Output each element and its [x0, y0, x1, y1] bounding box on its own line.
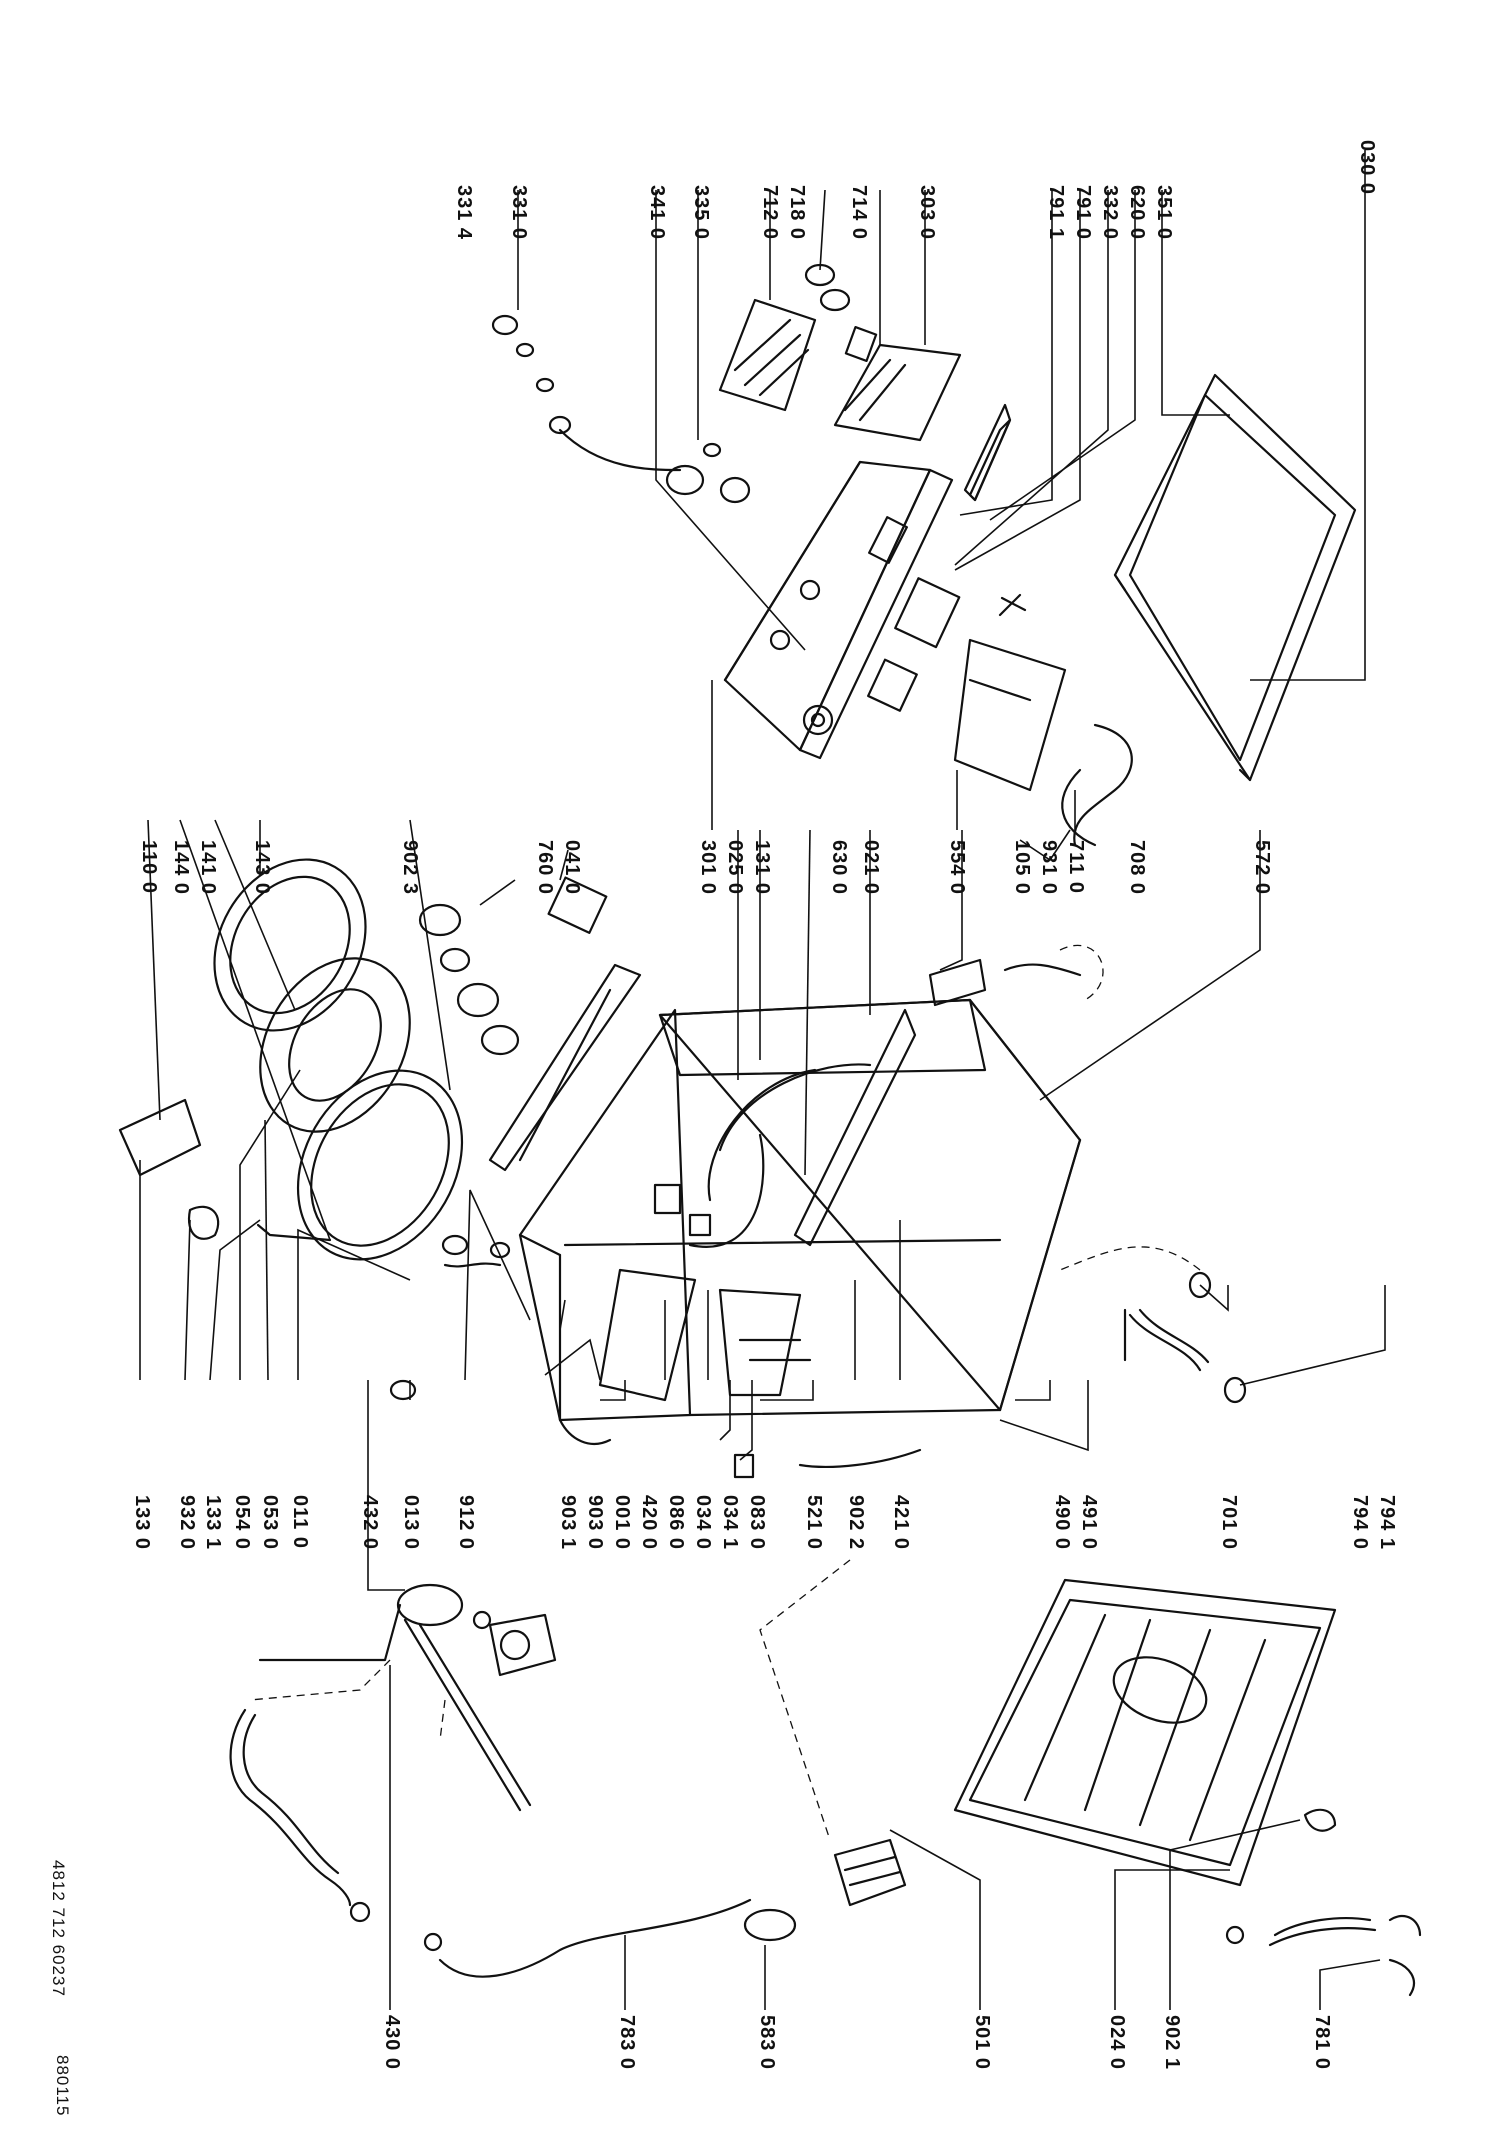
label-133-0: 133 0: [131, 1495, 153, 1551]
label-053-0: 053 0: [259, 1495, 281, 1551]
label-712-0: 712 0: [759, 185, 781, 241]
label-335-0: 335 0: [690, 185, 712, 241]
label-131-0: 131 0: [751, 840, 773, 896]
label-420-0: 420 0: [638, 1495, 660, 1551]
label-432-0: 432 0: [359, 1495, 381, 1551]
label-331-0: 331 0: [508, 185, 530, 241]
label-491-0: 491 0: [1078, 1495, 1100, 1551]
label-501-0: 501 0: [971, 2015, 993, 2071]
label-554-0: 554 0: [946, 840, 968, 896]
label-791-0: 791 0: [1072, 185, 1094, 241]
label-701-0: 701 0: [1218, 1495, 1240, 1551]
label-794-0: 794 0: [1349, 1495, 1371, 1551]
label-025-0: 025 0: [724, 840, 746, 896]
label-331-4: 331 4: [453, 185, 475, 241]
knob-parts: [804, 263, 878, 363]
label-143-0: 143 0: [251, 840, 273, 896]
label-583-0: 583 0: [756, 2015, 778, 2071]
seal-parts: [418, 876, 608, 1056]
label-021-0: 021 0: [860, 840, 882, 896]
label-783-0: 783 0: [616, 2015, 638, 2071]
label-521-0: 521 0: [803, 1495, 825, 1551]
label-760-0: 760 0: [534, 840, 556, 896]
label-110-0: 110 0: [138, 840, 160, 894]
valve-assembly: [867, 638, 1133, 847]
label-001-0: 001 0: [611, 1495, 633, 1551]
label-912-0: 912 0: [455, 1495, 477, 1551]
label-791-1: 791 1: [1045, 185, 1067, 241]
label-034-1: 034 1: [719, 1495, 741, 1551]
label-011-0: 011 0: [289, 1495, 311, 1549]
label-332-0: 332 0: [1099, 185, 1121, 241]
label-013-0: 013 0: [400, 1495, 422, 1551]
label-054-0: 054 0: [231, 1495, 253, 1551]
label-351-0: 351 0: [1153, 185, 1175, 241]
label-301-0: 301 0: [697, 840, 719, 896]
label-903-1: 903 1: [557, 1495, 579, 1551]
label-572-0: 572 0: [1251, 840, 1273, 896]
label-902-2: 902 2: [845, 1495, 867, 1551]
label-711-0: 711 0: [1065, 840, 1087, 894]
control-panel: [723, 460, 954, 760]
latch-parts: [187, 1205, 511, 1268]
label-083-0: 083 0: [746, 1495, 768, 1551]
display-frame: [963, 403, 1012, 502]
label-903-0: 903 0: [584, 1495, 606, 1551]
pump-assembly: [258, 1583, 557, 1812]
label-794-1: 794 1: [1376, 1495, 1398, 1551]
spare-hose: [1225, 1914, 1422, 1997]
label-708-0: 708 0: [1126, 840, 1148, 896]
switch-block: [894, 577, 1027, 649]
label-030-0: 030 0: [1356, 140, 1378, 196]
label-932-0: 932 0: [176, 1495, 198, 1551]
label-303-0: 303 0: [916, 185, 938, 241]
spindle-parts: [491, 314, 751, 504]
label-490-0: 490 0: [1051, 1495, 1073, 1551]
label-341-0: 341 0: [646, 185, 668, 241]
label-141-0: 141 0: [197, 840, 219, 896]
label-421-0: 421 0: [890, 1495, 912, 1551]
inlet-hose: [1123, 1271, 1247, 1404]
label-902-1: 902 1: [1161, 2015, 1183, 2071]
door-assembly: [118, 858, 464, 1261]
filter-unit: [833, 1838, 907, 1907]
side-rail: [488, 958, 1082, 1172]
label-133-1: 133 1: [202, 1495, 224, 1551]
label-714-0: 714 0: [848, 185, 870, 241]
leader-lines: [139, 150, 1386, 2010]
part-902-1: [1303, 1808, 1337, 1832]
label-630-0: 630 0: [828, 840, 850, 896]
dispenser-drawer: [718, 298, 962, 442]
label-931-0: 931 0: [1038, 840, 1060, 896]
label-144-0: 144 0: [170, 840, 192, 896]
cabinet-body: [518, 998, 1082, 1422]
label-902-3: 902 3: [399, 840, 421, 896]
label-430-0: 430 0: [381, 2015, 403, 2071]
label-086-0: 086 0: [665, 1495, 687, 1551]
document-number: 4812 712 60237: [49, 1860, 68, 1997]
label-718-0: 718 0: [786, 185, 808, 241]
label-034-0: 034 0: [692, 1495, 714, 1551]
top-cover-lid: [1113, 373, 1357, 782]
label-105-0: 105 0: [1011, 840, 1033, 896]
pressure-hose: [423, 1898, 797, 1978]
label-041-0: 041 0: [561, 840, 583, 896]
date-code: 880115: [53, 2055, 72, 2117]
label-620-0: 620 0: [1126, 185, 1148, 241]
drain-hose: [229, 1708, 371, 1923]
inner-parts: [389, 1183, 922, 1479]
label-024-0: 024 0: [1106, 2015, 1128, 2071]
dashed-connectors: [249, 944, 1201, 1841]
label-781-0: 781 0: [1311, 2015, 1333, 2071]
base-plate: [953, 1578, 1337, 1887]
